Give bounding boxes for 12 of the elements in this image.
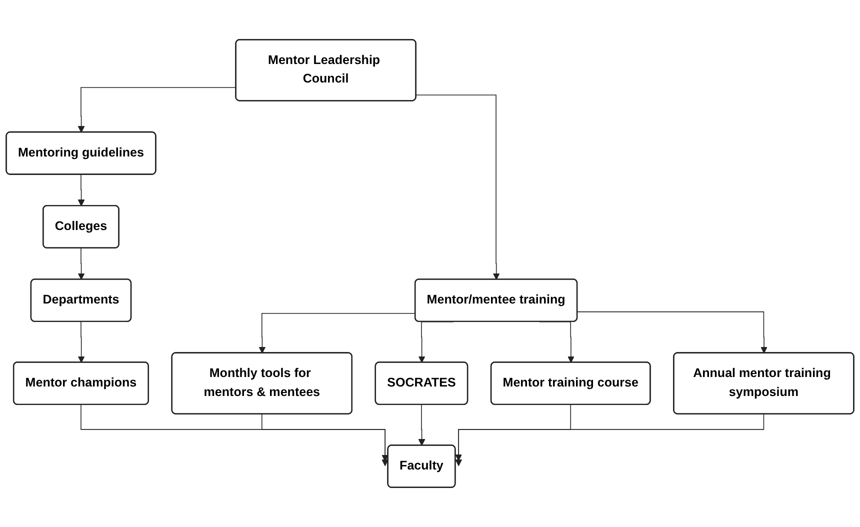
arrow — [455, 404, 572, 461]
arrow — [78, 87, 237, 133]
arrow — [78, 248, 85, 280]
arrow — [262, 414, 389, 462]
arrow — [577, 311, 768, 354]
arrow — [416, 94, 500, 280]
arrow — [80, 404, 389, 466]
arrow — [78, 174, 85, 206]
arrow — [418, 404, 426, 446]
arrow — [258, 313, 416, 354]
arrow — [455, 414, 764, 466]
arrow — [78, 321, 85, 363]
